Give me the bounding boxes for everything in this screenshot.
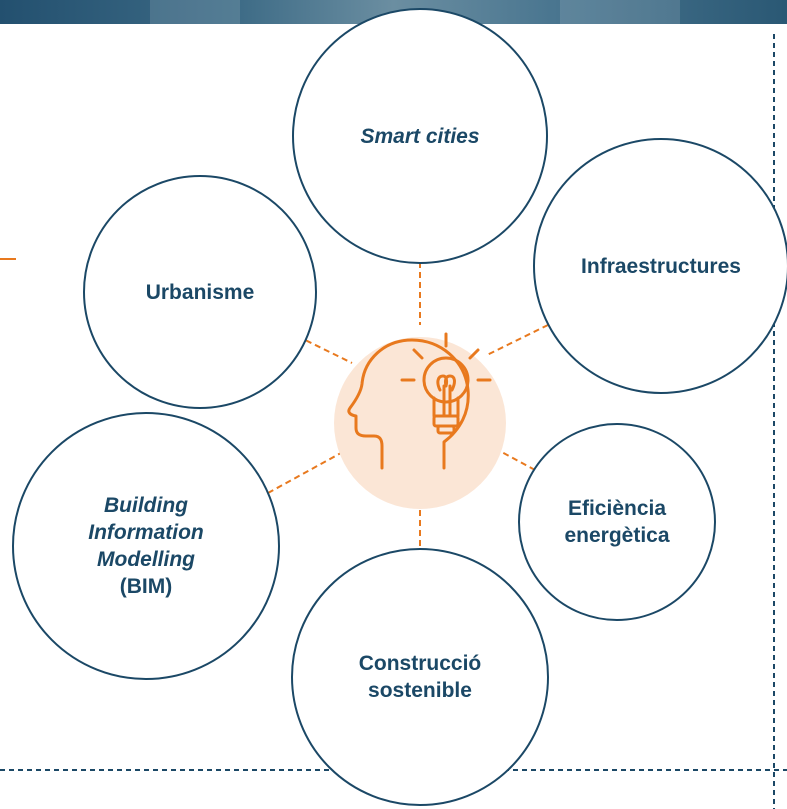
- node-infraestructures-label: Infraestructures: [581, 254, 741, 278]
- node-eficiencia-label-line1: Eficiència: [567, 497, 667, 520]
- node-bim: Building Information Modelling (BIM): [12, 412, 280, 680]
- node-bim-label-line2: Information: [88, 521, 204, 544]
- node-smart-cities: Smart cities: [292, 8, 548, 264]
- head-with-lightbulb-icon: [347, 332, 492, 470]
- node-infraestructures: Infraestructures: [533, 138, 787, 394]
- node-construccio-sostenible: Construcció sostenible: [291, 548, 549, 806]
- node-bim-label-line3: Modelling: [97, 548, 195, 571]
- connector-infraestructures: [486, 324, 549, 356]
- node-bim-label-line1: Building: [104, 494, 188, 517]
- node-bim-label-line4: (BIM): [119, 575, 173, 598]
- connector-eficiencia: [471, 435, 536, 471]
- node-eficiencia-label-line2: energètica: [564, 524, 670, 547]
- center-hub: [334, 337, 506, 509]
- node-construccio-label-line1: Construcció: [358, 652, 482, 675]
- node-smart-cities-label: Smart cities: [360, 124, 480, 148]
- connector-bim: [267, 447, 351, 494]
- node-urbanisme-label: Urbanisme: [145, 280, 255, 304]
- node-eficiencia-energetica: Eficiència energètica: [518, 423, 716, 621]
- node-urbanisme: Urbanisme: [83, 175, 317, 409]
- node-construccio-label-line2: sostenible: [368, 679, 472, 702]
